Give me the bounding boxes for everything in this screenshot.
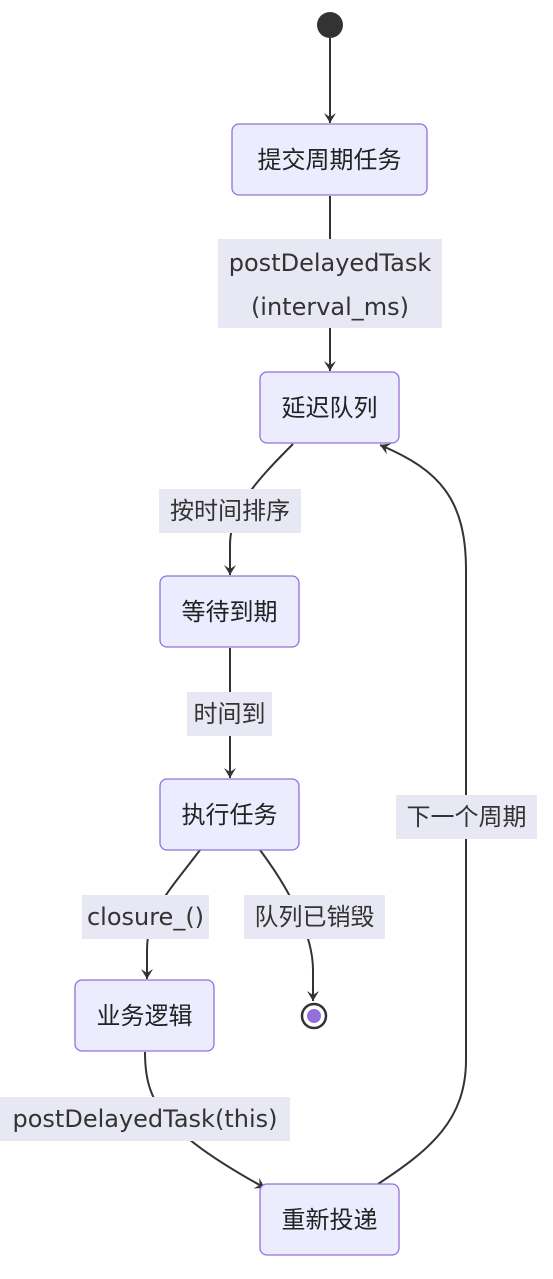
end-state	[300, 1002, 328, 1030]
state-repost-label: 重新投递	[282, 1206, 378, 1234]
state-business-label: 业务逻辑	[97, 1002, 193, 1030]
edge-label-post-delayed-task: postDelayedTask (interval_ms)	[218, 239, 442, 328]
state-wait-label: 等待到期	[182, 598, 278, 626]
edge-label-next-cycle-text: 下一个周期	[407, 803, 527, 831]
edge-label-sort-by-time: 按时间排序	[159, 489, 301, 533]
edge-label-closure-text: closure_()	[87, 903, 204, 931]
state-delay-queue: 延迟队列	[259, 371, 400, 444]
edge-label-sort-text: 按时间排序	[170, 497, 290, 525]
state-execute-label: 执行任务	[182, 801, 278, 829]
edge-label-next-cycle: 下一个周期	[396, 795, 537, 839]
start-state	[317, 12, 343, 38]
edge-label-post-this: postDelayedTask(this)	[0, 1097, 290, 1141]
edge-label-post-this-text: postDelayedTask(this)	[13, 1105, 278, 1133]
edge-label-post-line1: postDelayedTask	[229, 249, 432, 277]
state-execute-task: 执行任务	[159, 778, 300, 851]
state-repost: 重新投递	[259, 1183, 400, 1256]
edge-label-time-up-text: 时间到	[194, 700, 266, 728]
state-submit-label: 提交周期任务	[258, 146, 402, 174]
edge-label-destroyed-text: 队列已销毁	[255, 903, 375, 931]
edge-label-closure: closure_()	[82, 895, 209, 939]
state-delay-queue-label: 延迟队列	[282, 394, 378, 422]
state-wait-expiry: 等待到期	[159, 575, 300, 648]
state-business-logic: 业务逻辑	[74, 979, 215, 1052]
state-submit-periodic-task: 提交周期任务	[231, 123, 428, 196]
edge-label-time-up: 时间到	[187, 692, 272, 736]
edge-label-queue-destroyed: 队列已销毁	[244, 895, 385, 939]
edge-repost-to-delay-queue	[377, 443, 467, 1185]
edge-label-post-line2: (interval_ms)	[251, 293, 409, 321]
